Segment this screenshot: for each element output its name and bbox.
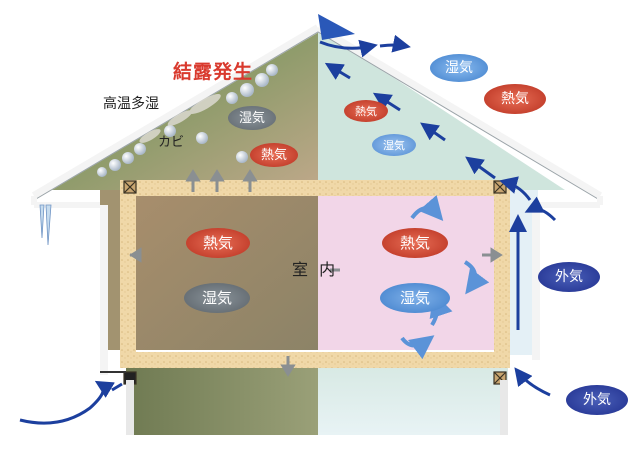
room-left-heat-bubble: 熱気 — [186, 228, 250, 258]
outside-air-upper-text: 外気 — [555, 269, 583, 285]
room-left-humidity-text: 湿気 — [201, 288, 232, 307]
roof-left-heat-bubble: 熱気 — [250, 143, 298, 167]
circulation-arrows — [400, 195, 490, 360]
outside-air-lower-text: 外気 — [583, 392, 611, 408]
room-right-heat-text: 熱気 — [399, 233, 430, 252]
roof-left — [31, 24, 321, 200]
outside-humidity-text: 湿気 — [445, 60, 473, 76]
attic-right-humidity-text: 湿気 — [383, 138, 405, 152]
icicles — [39, 204, 52, 246]
attic-right-humidity-bubble: 湿気 — [372, 134, 416, 156]
room-right-heat-bubble: 熱気 — [382, 228, 448, 258]
indoor-label: 室 内 — [292, 260, 339, 279]
roof-left-heat-text: 熱気 — [260, 147, 287, 163]
room-left-heat-text: 熱気 — [202, 233, 233, 252]
room-left-humidity-bubble: 湿気 — [184, 283, 250, 313]
outside-heat-text: 熱気 — [501, 91, 529, 107]
room-right-humidity-bubble: 湿気 — [380, 283, 450, 313]
outside-air-upper-bubble: 外気 — [538, 262, 600, 292]
outside-humidity-bubble: 湿気 — [430, 54, 488, 82]
room-right-humidity-text: 湿気 — [399, 288, 430, 307]
outside-heat-bubble: 熱気 — [484, 84, 546, 114]
wind-arrow-left — [19, 380, 115, 425]
outside-air-lower-bubble: 外気 — [566, 385, 628, 415]
attic-right-heat-bubble: 熱気 — [344, 100, 388, 122]
moisture-arrows-left — [129, 169, 296, 377]
condensation-droplets — [97, 64, 278, 177]
roof-left-humidity-bubble: 湿気 — [228, 106, 276, 130]
side-arrows-right — [330, 247, 503, 272]
mold-spots — [139, 94, 221, 143]
ridge-vent — [318, 14, 355, 40]
attic-right-heat-text: 熱気 — [355, 104, 377, 118]
mold-label: カビ — [158, 135, 185, 150]
room-left — [134, 190, 318, 350]
condensation-label: 結露発生 — [173, 61, 254, 83]
high-humidity-label: 高温多湿 — [103, 96, 159, 112]
roof-left-humidity-text: 湿気 — [238, 110, 265, 126]
foundation-right — [318, 360, 508, 435]
